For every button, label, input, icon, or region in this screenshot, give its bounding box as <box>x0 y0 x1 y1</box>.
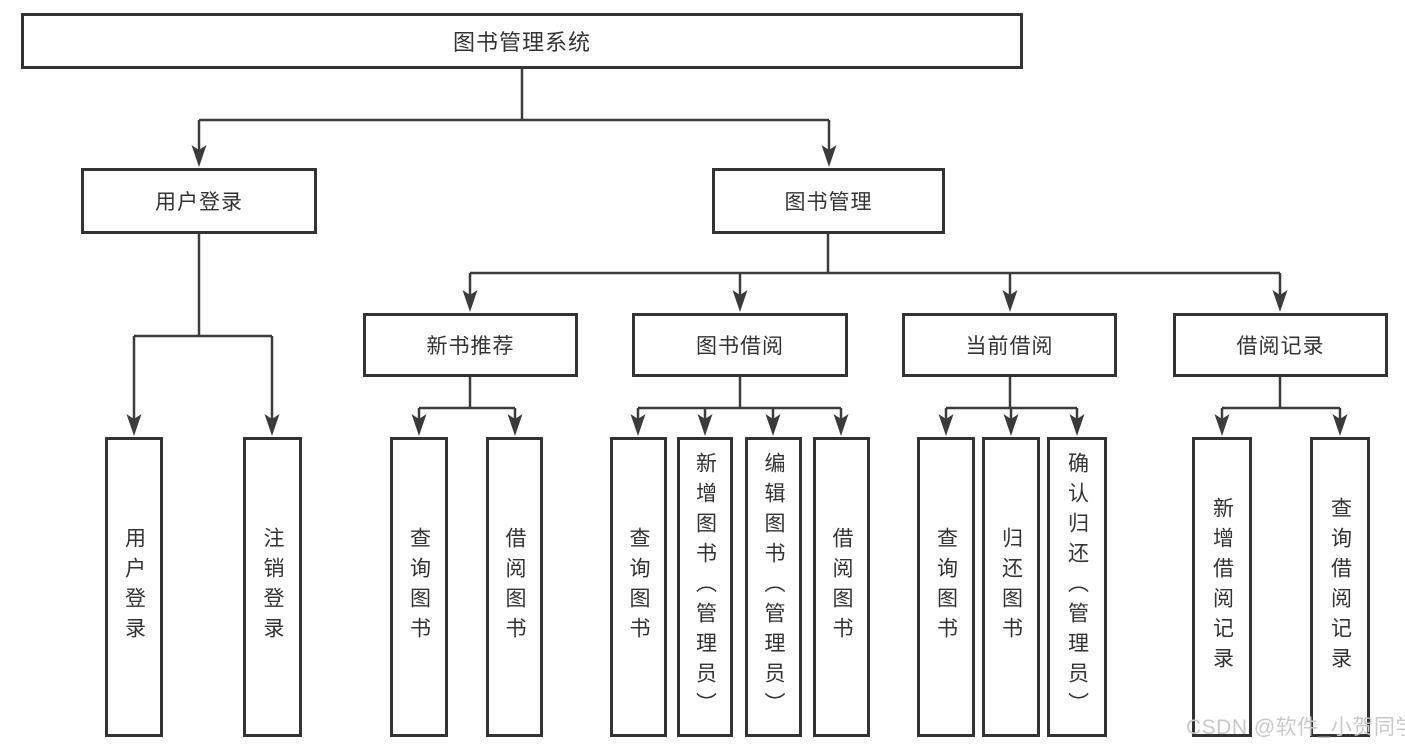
node-user-login-branch: 用户登录 <box>81 168 317 234</box>
leaf-query-borrow-record: 查询借阅记录 <box>1310 437 1370 737</box>
leaf-add-book-admin: 新增图书（管理员） <box>677 437 733 737</box>
leaf-query-books-current-label: 查询图书 <box>934 527 958 647</box>
node-book-borrowing: 图书借阅 <box>632 313 848 377</box>
leaf-return-books-label: 归还图书 <box>999 527 1023 647</box>
leaf-query-borrow-record-label: 查询借阅记录 <box>1328 497 1352 677</box>
node-library-system-label: 图书管理系统 <box>452 30 591 55</box>
leaf-borrow-books-borrowing: 借阅图书 <box>813 437 870 737</box>
leaf-borrow-books-borrowing-label: 借阅图书 <box>830 527 853 647</box>
leaf-edit-book-admin-label: 编辑图书（管理员） <box>762 452 785 722</box>
leaf-query-books-borrowing-label: 查询图书 <box>627 527 650 647</box>
leaf-add-borrow-record: 新增借阅记录 <box>1192 437 1252 737</box>
node-borrowing-records-label: 借阅记录 <box>1236 335 1325 358</box>
leaf-confirm-return-admin: 确认归还（管理员） <box>1047 437 1107 737</box>
leaf-borrow-books-recommend: 借阅图书 <box>486 437 543 737</box>
node-borrowing-records: 借阅记录 <box>1173 313 1388 377</box>
leaf-query-books-recommend-label: 查询图书 <box>407 527 431 647</box>
leaf-query-books-borrowing: 查询图书 <box>610 437 667 737</box>
leaf-borrow-books-recommend-label: 借阅图书 <box>503 527 526 647</box>
leaf-user-login-label: 用户登录 <box>122 527 146 647</box>
leaf-query-books-recommend: 查询图书 <box>390 437 448 737</box>
node-library-system: 图书管理系统 <box>21 13 1023 69</box>
leaf-query-books-current: 查询图书 <box>917 437 975 737</box>
watermark-text: CSDN @软件_小贺同学 <box>1186 716 1405 739</box>
node-current-borrowing: 当前借阅 <box>902 313 1117 377</box>
node-book-management: 图书管理 <box>712 168 945 234</box>
node-user-login-branch-label: 用户登录 <box>155 191 243 214</box>
node-new-book-recommend: 新书推荐 <box>363 313 578 377</box>
leaf-user-login: 用户登录 <box>105 437 163 737</box>
leaf-confirm-return-admin-label: 确认归还（管理员） <box>1065 452 1089 722</box>
node-book-borrowing-label: 图书借阅 <box>696 335 784 358</box>
leaf-edit-book-admin: 编辑图书（管理员） <box>745 437 802 737</box>
leaf-add-book-admin-label: 新增图书（管理员） <box>693 452 717 722</box>
leaf-return-books: 归还图书 <box>982 437 1040 737</box>
node-current-borrowing-label: 当前借阅 <box>965 335 1054 358</box>
leaf-add-borrow-record-label: 新增借阅记录 <box>1210 497 1234 677</box>
node-new-book-recommend-label: 新书推荐 <box>426 335 515 358</box>
leaf-logout-label: 注销登录 <box>261 527 284 647</box>
node-book-management-label: 图书管理 <box>784 191 873 214</box>
leaf-logout: 注销登录 <box>243 437 302 737</box>
